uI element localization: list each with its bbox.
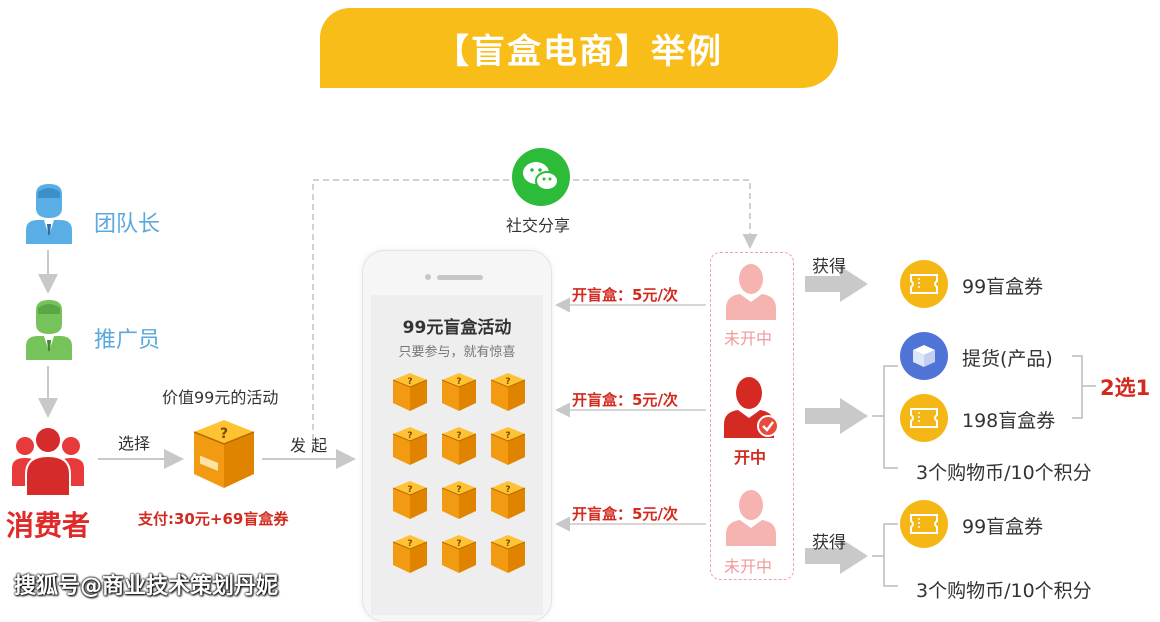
select-label: 选择 — [118, 434, 151, 453]
coupon-icon-top — [900, 260, 948, 308]
reward-points-mid: 3个购物币/10个积分 — [916, 462, 1092, 484]
svg-text:?: ? — [456, 431, 461, 441]
team-leader-label: 团队长 — [94, 212, 161, 237]
arrow-obtain-top — [805, 266, 868, 302]
user-bottom-icon — [726, 488, 776, 550]
phone-mockup: 99元盲盒活动 只要参与，就有惊喜 ???????????? — [362, 250, 552, 622]
mystery-box-small-icon: ? — [389, 423, 431, 471]
users-dashed-box — [710, 252, 794, 580]
launch-label: 发 起 — [290, 436, 328, 455]
obtain-label-bottom: 获得 — [812, 533, 846, 553]
share-dashed-line — [312, 179, 758, 440]
promoter-icon — [24, 300, 74, 366]
payment-label: 支付:30元+69盲盒券 — [138, 510, 289, 528]
bracket-middle — [883, 365, 898, 469]
mystery-box-small-icon: ? — [487, 531, 529, 579]
mystery-box-small-icon: ? — [389, 531, 431, 579]
user-middle-status: 开中 — [734, 448, 767, 467]
share-label: 社交分享 — [506, 216, 571, 235]
svg-text:?: ? — [456, 377, 461, 387]
arrow-obtain-bottom — [805, 538, 868, 574]
reward-top-label: 99盲盒券 — [962, 276, 1044, 298]
svg-text:?: ? — [505, 485, 510, 495]
coupon-icon-bottom — [900, 500, 948, 548]
mystery-box-icon: ? — [186, 412, 262, 496]
user-middle-icon — [724, 376, 780, 444]
svg-text:?: ? — [456, 539, 461, 549]
svg-text:?: ? — [407, 485, 412, 495]
mystery-box-small-icon: ? — [438, 531, 480, 579]
reward-points-bottom: 3个购物币/10个积分 — [916, 580, 1092, 602]
bracket-choose — [1072, 355, 1083, 419]
user-top-icon — [726, 262, 776, 324]
svg-text:?: ? — [505, 377, 510, 387]
consumer-label: 消费者 — [6, 509, 91, 542]
title-banner: 【盲盒电商】举例 — [320, 8, 838, 88]
mystery-box-small-icon: ? — [389, 369, 431, 417]
wechat-icon — [512, 148, 570, 210]
phone-subtitle: 只要参与，就有惊喜 — [398, 345, 516, 360]
mystery-box-small-icon: ? — [438, 369, 480, 417]
team-leader-icon — [24, 184, 74, 250]
open-label-2: 开盲盒：5元/次 — [572, 391, 678, 409]
user-top-status: 未开中 — [724, 329, 773, 348]
mystery-box-small-icon: ? — [487, 369, 529, 417]
reward-198-label: 198盲盒券 — [962, 410, 1056, 432]
svg-text:?: ? — [220, 426, 228, 442]
reward-bottom-label: 99盲盒券 — [962, 516, 1044, 538]
coupon-icon-198 — [900, 394, 948, 442]
bracket-bottom — [883, 523, 898, 587]
phone-title: 99元盲盒活动 — [402, 318, 512, 338]
phone-speaker — [437, 275, 483, 280]
svg-text:?: ? — [407, 431, 412, 441]
choose-label: 2选1 — [1100, 376, 1151, 400]
mystery-box-small-icon: ? — [438, 423, 480, 471]
mystery-box-small-icon: ? — [487, 477, 529, 525]
svg-text:?: ? — [505, 431, 510, 441]
activity-value-label: 价值99元的活动 — [162, 388, 279, 407]
svg-text:?: ? — [407, 539, 412, 549]
open-label-3: 开盲盒：5元/次 — [572, 505, 678, 523]
reward-pickup-label: 提货(产品) — [962, 348, 1053, 370]
user-bottom-status: 未开中 — [724, 557, 773, 576]
svg-text:?: ? — [505, 539, 510, 549]
obtain-label-top: 获得 — [812, 257, 846, 277]
mystery-box-small-icon: ? — [487, 423, 529, 471]
mystery-box-grid: ???????????? — [389, 369, 537, 599]
phone-screen: 99元盲盒活动 只要参与，就有惊喜 ???????????? — [371, 295, 543, 615]
consumer-icon — [12, 424, 84, 500]
mystery-box-small-icon: ? — [389, 477, 431, 525]
open-label-1: 开盲盒：5元/次 — [572, 286, 678, 304]
mystery-box-small-icon: ? — [438, 477, 480, 525]
watermark: 搜狐号@商业技术策划丹妮 — [14, 574, 279, 599]
pickup-box-icon — [900, 332, 948, 380]
promoter-label: 推广员 — [94, 328, 161, 353]
page-title: 【盲盒电商】举例 — [435, 31, 723, 72]
arrow-obtain-middle — [805, 398, 868, 434]
svg-text:?: ? — [407, 377, 412, 387]
svg-text:?: ? — [456, 485, 461, 495]
phone-camera — [425, 274, 431, 280]
